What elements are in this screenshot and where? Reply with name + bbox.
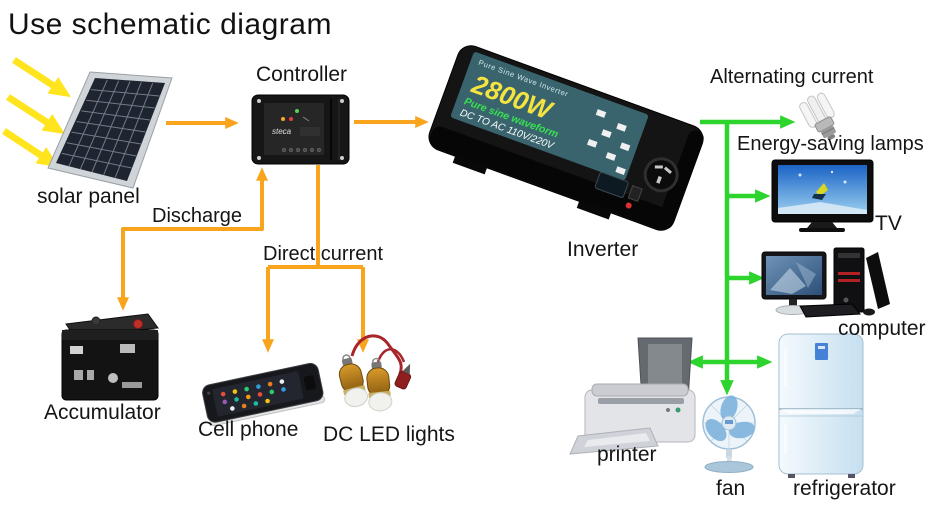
label-computer: computer — [838, 317, 926, 340]
accumulator-icon — [61, 313, 159, 401]
label-printer: printer — [597, 443, 657, 466]
inverter-icon: Pure Sine Wave Inverter 2800W Pure sine … — [428, 45, 704, 231]
arrow-discharge-path — [117, 167, 268, 311]
inverter-indicator-windows — [587, 109, 631, 176]
page-title: Use schematic diagram — [8, 8, 332, 41]
label-discharge: Discharge — [152, 205, 243, 227]
printer-icon — [569, 337, 696, 455]
fan-icon — [702, 395, 756, 473]
ac-wiring — [687, 115, 796, 396]
computer-icon — [761, 247, 890, 318]
label-energy-saving-lamps: Energy-saving lamps — [737, 133, 924, 155]
sun-rays-icon — [2, 57, 72, 168]
label-tv: TV — [875, 212, 902, 235]
label-dc-led-lights: DC LED lights — [323, 423, 455, 446]
inverter-outlet — [643, 157, 679, 193]
label-refrigerator: refrigerator — [793, 477, 896, 500]
cell-phone-icon — [202, 362, 325, 427]
label-alternating-current: Alternating current — [710, 66, 874, 88]
label-inverter: Inverter — [567, 238, 639, 261]
label-controller: Controller — [256, 63, 348, 86]
energy-saving-lamp-icon — [799, 92, 836, 141]
label-cell-phone: Cell phone — [198, 418, 299, 441]
tv-icon — [771, 159, 874, 232]
refrigerator-icon — [778, 333, 864, 478]
dc-wiring — [117, 116, 429, 353]
label-accumulator: Accumulator — [44, 401, 161, 424]
label-direct-current: Direct current — [263, 243, 384, 265]
dc-led-lights-icon — [338, 334, 412, 412]
battery-clip-icon — [394, 363, 412, 390]
controller-brand-text: steca — [272, 127, 292, 136]
solar-panel-icon — [47, 71, 173, 189]
label-fan: fan — [716, 477, 746, 500]
label-solar-panel: solar panel — [37, 185, 140, 208]
controller-icon: steca — [251, 94, 350, 165]
